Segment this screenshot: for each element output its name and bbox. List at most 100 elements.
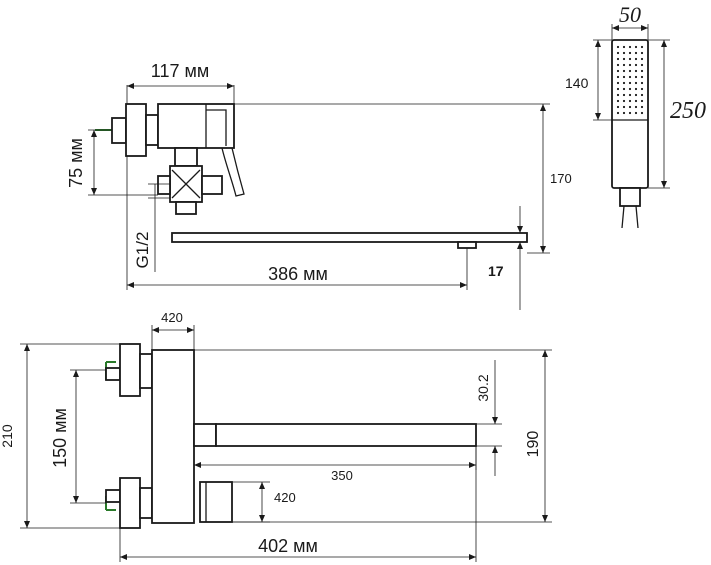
dim-shower-total-length: 250 — [670, 98, 706, 124]
dim-spout-outlet: 17 — [488, 263, 504, 279]
nozzle-dot — [616, 75, 620, 79]
nozzle-dot — [628, 105, 632, 109]
shower-hose — [621, 205, 639, 229]
nozzle-dot — [640, 45, 644, 49]
nozzle-dot — [628, 87, 632, 91]
dim-thread: G1/2 — [133, 232, 152, 269]
nozzle-dot — [628, 111, 632, 115]
nozzle-dot — [640, 69, 644, 73]
eccentric-flange-upper — [119, 343, 141, 397]
nozzle-dot — [634, 57, 638, 61]
nozzle-dot — [622, 63, 626, 67]
nozzle-dot — [622, 69, 626, 73]
nozzle-dot — [628, 81, 632, 85]
nozzle-dot — [640, 105, 644, 109]
nozzle-dot — [616, 81, 620, 85]
nozzle-dot — [640, 51, 644, 55]
spout-top — [171, 232, 528, 243]
dim-front-top-width: 420 — [161, 310, 183, 325]
nozzle-dot — [634, 99, 638, 103]
nozzle-dot — [628, 51, 632, 55]
front-view: 420 150 мм 210 30.2 350 420 190 — [0, 310, 552, 562]
mixer-body-front — [151, 349, 195, 524]
nozzle-dot — [616, 69, 620, 73]
nozzle-dot — [628, 69, 632, 73]
nozzle-dot — [628, 93, 632, 97]
diverter-front — [199, 481, 233, 523]
dim-front-total-width: 402 мм — [258, 536, 318, 556]
aerator-top — [457, 241, 477, 249]
shower-outlet-nut — [201, 175, 223, 195]
nozzle-dot — [628, 63, 632, 67]
nozzle-dot — [622, 99, 626, 103]
nozzle-dot — [616, 63, 620, 67]
nozzle-dot — [628, 45, 632, 49]
nozzle-dot — [616, 87, 620, 91]
nozzle-dot — [634, 105, 638, 109]
nozzle-dot — [616, 105, 620, 109]
diverter-bottom — [175, 201, 197, 215]
nozzle-dot — [640, 57, 644, 61]
nozzle-dot — [640, 63, 644, 67]
thread-connector — [157, 175, 171, 195]
nozzle-dot — [622, 87, 626, 91]
nozzle-dot — [616, 93, 620, 97]
shower-nozzles — [616, 45, 644, 115]
dim-spout-offset: 30.2 — [475, 374, 491, 401]
nozzle-dot — [622, 111, 626, 115]
nozzle-dot — [616, 51, 620, 55]
nozzle-dot — [616, 57, 620, 61]
nozzle-dot — [628, 75, 632, 79]
nozzle-dot — [640, 111, 644, 115]
nozzle-dot — [640, 93, 644, 97]
nozzle-dot — [628, 99, 632, 103]
dim-front-total-height: 210 — [0, 424, 15, 448]
nozzle-dot — [634, 87, 638, 91]
lever-handle — [221, 147, 245, 197]
nozzle-dot — [616, 99, 620, 103]
dim-height-top: 75 мм — [66, 138, 86, 188]
dim-spout-length-front: 350 — [331, 468, 353, 483]
nozzle-dot — [622, 93, 626, 97]
connector-top — [145, 114, 159, 146]
eccentric-flange-lower — [119, 477, 141, 529]
diverter-cross — [171, 169, 201, 199]
nozzle-dot — [634, 93, 638, 97]
nozzle-dot — [634, 69, 638, 73]
dim-shower-head-length: 140 — [565, 75, 589, 91]
dim-spout-length-top: 386 мм — [268, 264, 328, 284]
nozzle-dot — [622, 81, 626, 85]
dim-centers: 150 мм — [50, 408, 70, 468]
nozzle-dot — [634, 75, 638, 79]
nozzle-dot — [628, 57, 632, 61]
lever-base — [205, 104, 227, 148]
eccentric-flange-top — [125, 103, 147, 157]
nozzle-dot — [634, 111, 638, 115]
diverter-stem — [174, 147, 198, 167]
shower-head-view: 50 140 250 — [565, 2, 706, 229]
nozzle-dot — [622, 105, 626, 109]
nozzle-dot — [640, 81, 644, 85]
nozzle-dot — [640, 87, 644, 91]
inlet-nut-top — [111, 117, 127, 144]
nozzle-dot — [622, 45, 626, 49]
nozzle-dot — [640, 99, 644, 103]
nozzle-dot — [616, 111, 620, 115]
dim-front-right-height: 190 — [525, 431, 542, 458]
nozzle-dot — [634, 63, 638, 67]
dim-width-top: 117 мм — [151, 61, 209, 81]
dim-spout-height: 170 — [550, 171, 572, 186]
nozzle-dot — [622, 57, 626, 61]
nozzle-dot — [622, 51, 626, 55]
dim-diverter: 420 — [274, 490, 296, 505]
shower-handle-end — [619, 187, 641, 207]
nozzle-dot — [634, 45, 638, 49]
nozzle-dot — [616, 45, 620, 49]
spout-front — [215, 423, 477, 447]
dim-shower-width: 50 — [619, 2, 641, 27]
nozzle-dot — [622, 75, 626, 79]
nozzle-dot — [640, 75, 644, 79]
nozzle-dot — [634, 51, 638, 55]
spout-joint — [193, 423, 217, 447]
